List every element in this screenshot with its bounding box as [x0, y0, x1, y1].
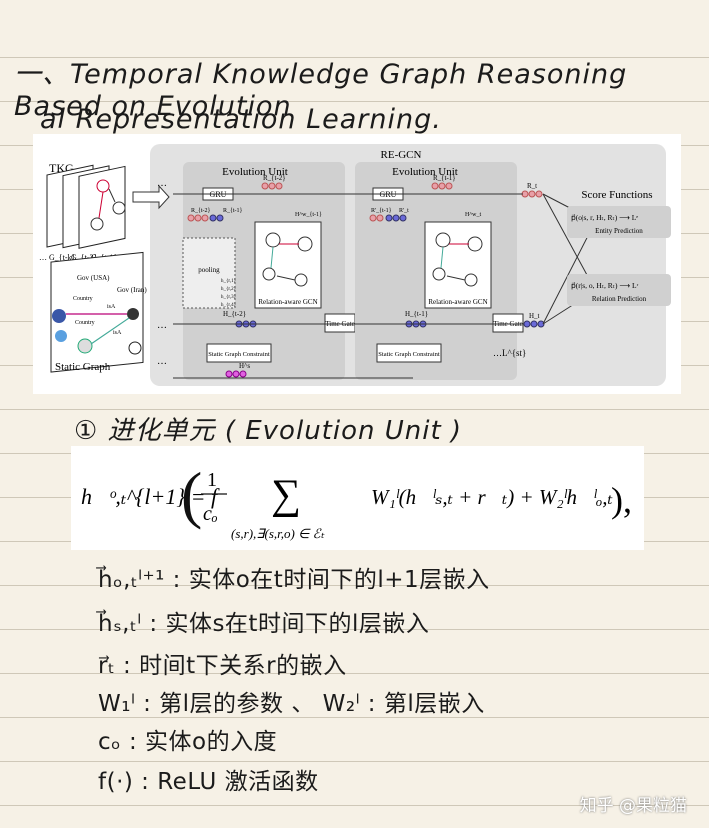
svg-text:h_{r,4}: h_{r,4}: [221, 303, 236, 308]
country-label: Country: [73, 296, 93, 302]
svg-text:h_{r,3}: h_{r,3}: [221, 295, 236, 300]
svg-text:R_{t-2}: R_{t-2}: [191, 208, 211, 214]
note-c-o: cₒ : 实体o的入度: [98, 729, 278, 755]
formula-tail: ),: [611, 480, 632, 520]
isa-label-2: isA: [113, 330, 122, 336]
relation-pred-label: Relation Prediction: [592, 295, 647, 303]
svg-text:R'_{t-1}: R'_{t-1}: [371, 208, 392, 214]
unit1-title: Evolution Unit: [222, 166, 288, 178]
time-gate-2: [492, 313, 524, 333]
static-constraint-1: [206, 343, 272, 363]
svg-text:(: (: [181, 459, 202, 530]
svg-text:R'_t: R'_t: [399, 208, 409, 214]
note-h-s-t: h⃗ₛ,ₜˡ : 实体s在t时间下的l层嵌入: [98, 611, 430, 637]
svg-text:h_{r,2}: h_{r,2}: [221, 287, 236, 292]
svg-text:H^w_t: H^w_t: [465, 212, 481, 218]
usa-flag-node: [52, 309, 66, 323]
unit2-title: Evolution Unit: [392, 166, 458, 178]
heading-line2: al Representation Learning.: [40, 104, 442, 135]
heading-line1: 一、Temporal Knowledge Graph Reasoning Bas…: [14, 59, 628, 122]
svg-text:H_{t-2}: H_{t-2}: [223, 310, 246, 318]
person-node: [128, 341, 142, 355]
rgcn-1: Relation-aware GCN: [258, 298, 317, 306]
relation-vectors: [187, 182, 545, 378]
gov-iran-label: Gov (Iran): [117, 286, 147, 294]
note-w: W₁ˡ : 第l层的参数 、 W₂ˡ : 第l层嵌入: [98, 691, 485, 717]
isa-label: isA: [107, 304, 116, 310]
rgcn-box-1: [254, 221, 322, 309]
static-constraint-label-1: Static Graph Constraint: [208, 351, 270, 358]
svg-text:R_{t-1}: R_{t-1}: [433, 174, 456, 182]
iran-flag-node: [77, 338, 93, 354]
entity-pred-formula: p⃗(o|s, r, Hₜ, Rₜ) ⟶ Lᵉ: [571, 213, 638, 222]
gov-node: [127, 308, 139, 320]
svg-text:H^w_{t-1}: H^w_{t-1}: [295, 212, 322, 218]
svg-text:h_{r,1}: h_{r,1}: [221, 279, 236, 284]
svg-text:H^s: H^s: [239, 362, 250, 370]
entity-pred-label: Entity Prediction: [595, 227, 643, 235]
svg-text:R_{t-1}: R_{t-1}: [223, 208, 243, 214]
static-graph-label: Static Graph: [55, 361, 111, 373]
formula-sum-sub: (s,r),∃(s,r,o) ∈ ℰₜ: [231, 526, 326, 541]
relation-pred-box: [567, 274, 671, 306]
gov-usa-label: Gov (USA): [77, 274, 110, 282]
relation-pred-formula: p⃗(r|s, o, Hₜ, Rₜ) ⟶ Lʳ: [571, 281, 639, 290]
svg-text:R_t: R_t: [527, 182, 537, 190]
formula-frac-num: 1: [207, 469, 217, 491]
tkg-stack: [46, 164, 126, 249]
rgcn-box-2: [424, 221, 492, 309]
regcn-figure: RE-GCN TKG … G_{t-k} G_{t-2} G_{t-1} Gov…: [33, 134, 681, 394]
snap-label-1: … G_{t-k}: [39, 253, 76, 262]
static-graph-box: Gov (USA) Gov (Iran) Country Country isA…: [50, 251, 147, 373]
input-arrow: [132, 184, 170, 210]
note-h-o-t: h⃗ₒ,ₜˡ⁺¹ : 实体o在t时间下的l+1层嵌入: [98, 567, 490, 593]
country-label-2: Country: [75, 320, 95, 326]
telegram-node: [55, 330, 67, 342]
svg-text:…: …: [157, 356, 167, 367]
entity-pred-box: [567, 206, 671, 238]
svg-text:H_t: H_t: [529, 312, 540, 320]
formula-lhs: h⃗ᵒ,ₜ^{l+1} = f: [81, 484, 220, 509]
svg-text:H_{t-1}: H_{t-1}: [405, 310, 428, 318]
note-r-t: r⃗ₜ : 时间t下关系r的嵌入: [98, 653, 347, 679]
snap-label-2: G_{t-2}: [71, 253, 98, 262]
score-title: Score Functions: [581, 189, 652, 201]
formula-body: W₁ˡ(h⃗ˡₛ,ₜ + r⃗ₜ) + W₂ˡh⃗ˡₒ,ₜ: [371, 485, 613, 509]
watermark: 知乎 @果粒猫: [579, 796, 687, 816]
update-formula: h⃗ᵒ,ₜ^{l+1} = f ( 1 cₒ ∑ (s,r),∃(s,r,o) …: [71, 446, 644, 550]
static-constraint-2: [376, 343, 442, 363]
svg-text:R_{t-2}: R_{t-2}: [263, 174, 286, 182]
section-evolution-unit: ① 进化单元 ( Evolution Unit ): [74, 416, 463, 446]
svg-text:…: …: [157, 320, 167, 331]
static-constraint-label-2: Static Graph Constraint: [378, 351, 440, 358]
pooling-box: [182, 237, 236, 309]
note-f: f(·) : ReLU 激活函数: [98, 769, 319, 795]
rgcn-2: Relation-aware GCN: [428, 298, 487, 306]
pooling-label: pooling: [198, 266, 220, 274]
svg-text:∑: ∑: [271, 472, 301, 518]
formula-frac-den: cₒ: [203, 503, 218, 525]
svg-text:…: …: [157, 178, 167, 189]
lst-label: …L^{st}: [493, 348, 526, 358]
regcn-title: RE-GCN: [381, 149, 422, 161]
